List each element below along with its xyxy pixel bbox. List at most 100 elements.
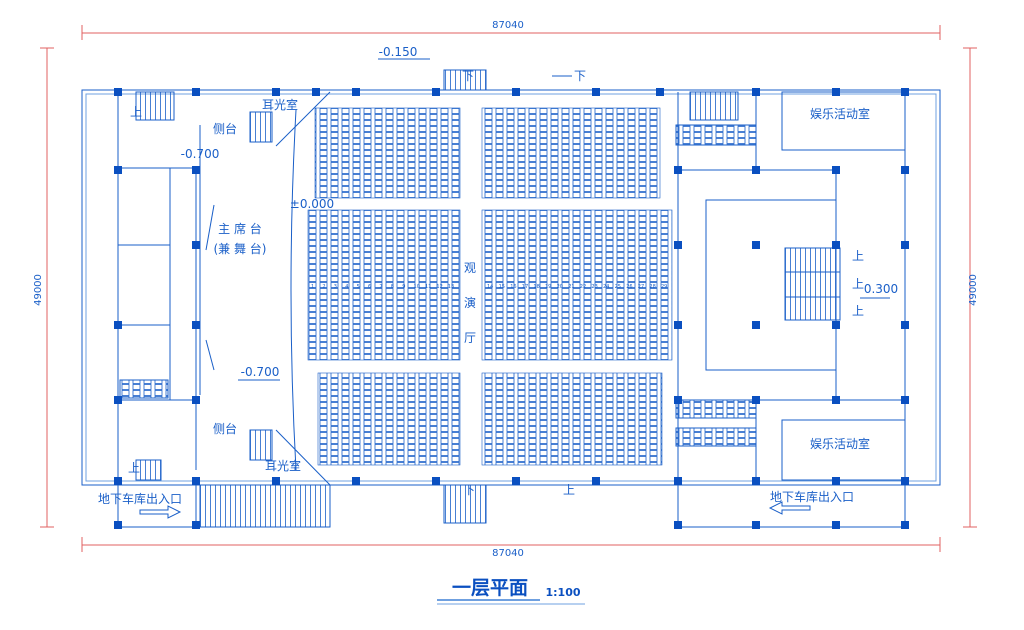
column <box>832 396 840 404</box>
room-recreation-top: 娱乐活动室 <box>810 106 870 121</box>
stairs <box>119 69 841 528</box>
level-entrance: -0.150 <box>379 45 418 59</box>
column <box>432 88 440 96</box>
seat-number: 5 <box>357 284 360 290</box>
column <box>752 521 760 529</box>
seat-number: 8 <box>391 284 394 290</box>
column <box>432 477 440 485</box>
dimension-left: 49000 <box>33 274 44 306</box>
seating <box>307 107 673 466</box>
seat-number: 28 <box>649 284 655 290</box>
room-main-stage: 主 席 台 <box>218 221 262 236</box>
column <box>901 396 909 404</box>
drawing-scale: 1:100 <box>545 586 580 599</box>
seat-number: 14 <box>487 284 493 290</box>
column <box>752 396 760 404</box>
column <box>752 321 760 329</box>
seat-number: 6 <box>368 284 371 290</box>
column <box>832 477 840 485</box>
room-ear-light-top: 耳光室 <box>262 97 298 112</box>
column <box>832 521 840 529</box>
column <box>901 521 909 529</box>
stair-up-label: 上 <box>130 105 142 119</box>
column <box>114 166 122 174</box>
seat-number: 4 <box>345 284 348 290</box>
column <box>901 321 909 329</box>
seat-number: 24 <box>603 284 609 290</box>
seat-number: 1 <box>311 284 314 290</box>
seat-number: 22 <box>580 284 586 290</box>
seat-number: 3 <box>334 284 337 290</box>
seat-number: 26 <box>626 284 632 290</box>
room-main-stage-note: (兼 舞 台) <box>214 241 267 256</box>
room-side-stage-top: 侧台 <box>213 121 237 136</box>
column <box>352 477 360 485</box>
seat-number: 17 <box>522 284 528 290</box>
seat-number: 27 <box>638 284 644 290</box>
column <box>674 321 682 329</box>
stair-down-label: 下 <box>462 69 474 83</box>
dimension-bottom: 87040 <box>492 548 524 559</box>
column <box>832 88 840 96</box>
seat-block <box>317 372 461 466</box>
seat-block <box>481 107 661 199</box>
level-side-stage-top: -0.700 <box>181 147 220 161</box>
column <box>674 166 682 174</box>
seat-number: 21 <box>568 284 574 290</box>
column <box>352 88 360 96</box>
column <box>752 477 760 485</box>
column <box>674 521 682 529</box>
structural-columns <box>114 88 909 529</box>
column <box>901 88 909 96</box>
column <box>114 521 122 529</box>
seat-number: 13 <box>448 284 454 290</box>
seat-block <box>481 372 663 466</box>
dimension-lines <box>40 25 977 552</box>
room-hall-3: 厅 <box>464 331 476 345</box>
column <box>192 477 200 485</box>
column <box>674 396 682 404</box>
seat-number: 12 <box>436 284 442 290</box>
stair-down-label: 下 <box>463 483 475 497</box>
seat-number: 2 <box>322 284 325 290</box>
walls <box>81 89 941 528</box>
drawing-title: 一层平面 <box>452 577 528 599</box>
room-hall-1: 观 <box>464 261 476 275</box>
seat-number: 10 <box>414 284 420 290</box>
seat-number: 15 <box>499 284 505 290</box>
column <box>832 241 840 249</box>
column <box>674 477 682 485</box>
column <box>512 477 520 485</box>
seat-number: 7 <box>379 284 382 290</box>
seat-number: 9 <box>402 284 405 290</box>
column <box>192 321 200 329</box>
column <box>114 321 122 329</box>
stair-up-label: 上 <box>563 483 575 497</box>
column <box>901 241 909 249</box>
column <box>192 166 200 174</box>
room-ear-light-bottom: 耳光室 <box>265 458 301 473</box>
level-side-stage-bottom: -0.700 <box>241 365 280 379</box>
column <box>312 88 320 96</box>
seat-number: 16 <box>510 284 516 290</box>
seat-number: 18 <box>533 284 539 290</box>
column <box>901 166 909 174</box>
room-garage-right: 地下车库出入口 <box>770 489 854 504</box>
column <box>114 396 122 404</box>
room-recreation-bottom: 娱乐活动室 <box>810 436 870 451</box>
column <box>192 241 200 249</box>
column <box>752 241 760 249</box>
seat-number: 23 <box>591 284 597 290</box>
seat-block <box>307 209 461 361</box>
column <box>512 88 520 96</box>
column <box>192 88 200 96</box>
stair-down-label: 下 <box>574 69 586 83</box>
stair-up-label: 上 <box>852 249 864 263</box>
dimension-top: 87040 <box>492 20 524 31</box>
column <box>272 88 280 96</box>
column <box>674 241 682 249</box>
room-hall-2: 演 <box>464 295 476 310</box>
level-lobby: 0.300 <box>864 282 898 296</box>
